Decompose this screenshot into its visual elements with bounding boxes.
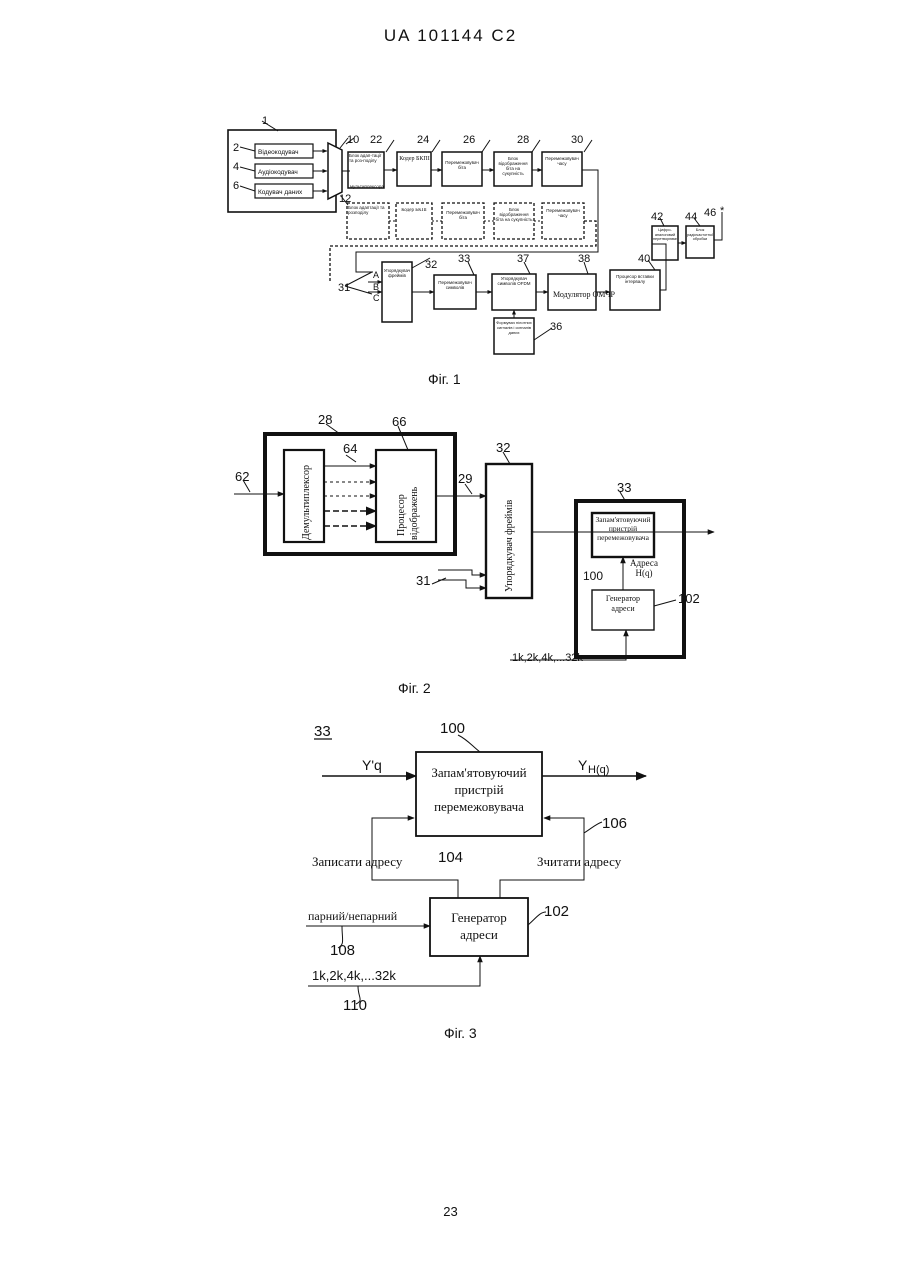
ref-2: 2 [233,142,239,154]
ref-44: 44 [685,211,697,223]
ref-46: 46 [704,207,716,219]
processor-label-line2: відображень [409,486,420,540]
ldpc-coder-text: Кодер БКПІ [399,156,430,184]
memory-line2: пристрій [454,782,503,797]
ref-104: 104 [438,849,463,866]
ref-26: 26 [463,134,475,146]
ref-28-fig2: 28 [318,412,332,427]
ref-22: 22 [370,134,382,146]
figure-1 [228,121,722,354]
ref-66: 66 [392,414,406,429]
ref-12: 12 [339,193,351,205]
ref-110: 110 [343,997,367,1014]
input-b: B [373,282,379,292]
modes-label-fig2: 1k,2k,4k,...32k [512,652,583,664]
ref-38: 38 [578,253,590,265]
read-address-label: Зчитати адресу [537,854,622,869]
ref-6: 6 [233,180,239,192]
address-hq-text: Адреса H(q) [624,558,664,586]
ref-100-fig2: 100 [583,569,603,583]
bit-mapper-text: Блок відображення біта на сукупність [495,156,531,184]
pilot-former-text: Формувач пілотних сигналів і сигналів да… [495,320,533,352]
input-a: A [373,270,379,280]
bit-mapper-text-row2: Блок відображення біта на сукупність [495,207,533,237]
frame-builder-text: Упорядкувач фреймів [383,268,411,308]
symbol-interleaver-text: Перемежовувач символів [435,280,475,306]
processor-label-line1: Процесор [396,494,407,536]
rf-text: Блок радіочастотної обробки [687,228,713,256]
generator-line1: Генератор [451,910,506,925]
ldpc-coder-text-row2: Кодер БКПІ [398,208,430,236]
ref-29: 29 [458,471,472,486]
frame-builder-label-fig2: Упорядкувач фреймів [504,500,515,592]
ref-33: 33 [458,253,470,265]
ref-30: 30 [571,134,583,146]
fig1-caption: Фіг. 1 [428,371,461,387]
guard-insertion-text: Процесор вставки інтервалу [611,274,659,306]
write-address-label: Записати адресу [312,854,403,869]
memory-text-fig2: Запам'ятовуючий пристрій перемежовувача [594,515,652,555]
label-33: 33 [314,723,331,740]
ref-100: 100 [440,720,465,737]
demux-label: Демультиплексор [301,465,312,540]
page-number: 23 [0,1204,901,1219]
ref-42: 42 [651,211,663,223]
fig3-caption: Фіг. 3 [444,1025,477,1041]
bit-interleaver-text-row2: Перемежовувач біта [443,210,483,236]
data-coder-label: Кодувач даних [258,189,303,196]
ref-31-fig2: 31 [416,573,430,588]
multiplexer-symbol [328,143,342,199]
ref-64: 64 [343,441,357,456]
memory-line3: перемежовувача [434,799,524,814]
bit-interleaver-text: Перемежовувач біта [443,160,481,184]
antenna-mark: * [720,205,725,217]
ref-32: 32 [425,259,437,271]
ref-4: 4 [233,161,239,173]
ref-32-fig2: 32 [496,440,510,455]
ref-37: 37 [517,253,529,265]
input-c: C [373,293,380,303]
adapt-split-text: Блок адап-тації та роз-поділу [349,153,384,187]
ref-102-fig2: 102 [678,591,700,606]
adapt-split-text-row2: Блок адаптації та розподілу [348,205,388,238]
ref-28: 28 [517,134,529,146]
ref-108: 108 [330,942,355,959]
figure-1-labels: 1 2 4 6 Відеокодувач Аудіокодувач Кодува… [233,115,725,387]
modes-label: 1k,2k,4k,...32k [312,968,396,983]
output-hq-subscript: H(q) [588,764,609,776]
fig2-caption: Фіг. 2 [398,680,431,696]
video-coder-label: Відеокодувач [258,148,298,156]
generator-line2: адреси [460,927,498,942]
time-interleaver-text: Перемежовувач часу [543,156,581,182]
ref-10: 10 [347,134,359,146]
ref-33-fig2: 33 [617,480,631,495]
ref-31: 31 [338,282,350,294]
input-yq: Y'q [362,757,382,773]
memory-line1: Запам'ятовуючий [431,765,526,780]
mapper-block-28 [265,434,455,554]
ofdm-builder-text: Упорядкувач символів OFDM [493,276,535,308]
generator-text-fig2: Генератор адреси [594,594,652,628]
time-interleaver-text-row2: Перемежовувач часу [543,208,583,236]
dac-text: Цифро-аналоговий перетворювач [653,228,677,258]
ref-106: 106 [602,815,627,832]
ref-36: 36 [550,321,562,333]
ref-40: 40 [638,253,650,265]
audio-coder-label: Аудіокодувач [258,168,298,176]
ref-102: 102 [544,903,569,920]
odd-even-label: парний/непарний [308,909,398,923]
output-y: Y [578,757,588,773]
ref-24: 24 [417,134,429,146]
ref-62: 62 [235,469,249,484]
ref-1: 1 [262,115,268,127]
modulator-label: Модулятор OMЧР [553,290,616,299]
